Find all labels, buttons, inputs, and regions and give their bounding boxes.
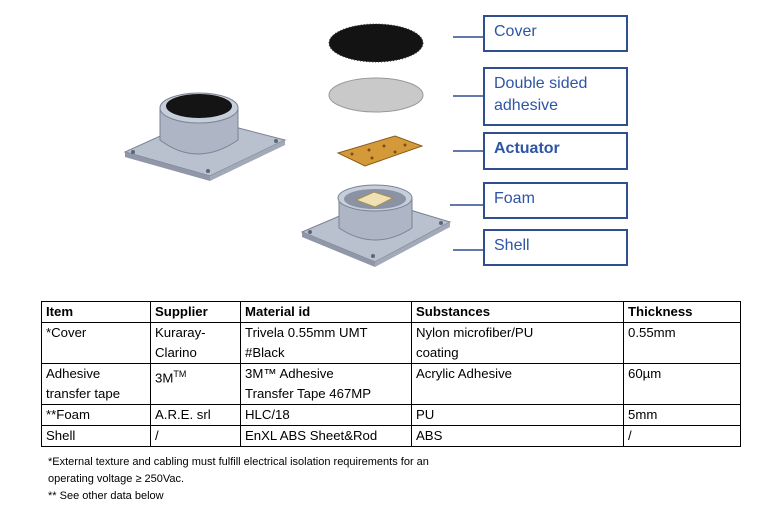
assembly-drawing: [123, 23, 483, 267]
foam-label: Foam: [483, 182, 628, 219]
actuator-pcb-illustration: [336, 135, 424, 167]
cell-text: **Foam: [46, 407, 90, 422]
cell-substances: Nylon microfiber/PU coating: [411, 322, 624, 364]
cell-text: ABS: [416, 428, 443, 443]
cell-supplier: 3MTM: [150, 363, 241, 405]
table-row: **Foam A.R.E. srl HLC/18 PU 5mm: [41, 404, 741, 426]
footnote-isolation: *External texture and cabling must fulfi…: [48, 456, 429, 468]
cell-text: Clarino: [155, 345, 197, 360]
cell-text: Adhesive: [46, 366, 101, 381]
cell-text: Shell: [46, 428, 76, 443]
cell-text: EnXL ABS Sheet&Rod: [245, 428, 378, 443]
cell-text: *Cover: [46, 325, 87, 340]
cover-disc-illustration: [328, 23, 424, 63]
cell-substances: Acrylic Adhesive: [411, 363, 624, 405]
cell-item: *Cover: [41, 322, 151, 364]
cover-label: Cover: [483, 15, 628, 52]
adhesive-label: Double sided adhesive: [483, 67, 628, 126]
assembled-device-illustration: [123, 92, 287, 181]
adhesive-disc-illustration: [328, 77, 424, 113]
cell-supplier: A.R.E. srl: [150, 404, 241, 426]
cell-substances: PU: [411, 404, 624, 426]
foam-label-text: Foam: [494, 190, 535, 207]
adhesive-label-line1: Double sided: [494, 75, 588, 92]
cell-text: Transfer Tape 467MP: [245, 386, 372, 401]
materials-table: Item Supplier Material id Substances Thi…: [41, 301, 741, 447]
cell-thickness: /: [623, 425, 741, 447]
header-substances: Substances: [411, 301, 624, 323]
cell-substances: ABS: [411, 425, 624, 447]
adhesive-label-line2: adhesive: [494, 97, 559, 114]
cell-text: 3M™ Adhesive: [245, 366, 334, 381]
cover-label-text: Cover: [494, 23, 537, 40]
cell-thickness: 5mm: [623, 404, 741, 426]
actuator-label-text: Actuator: [494, 140, 560, 157]
cell-text: Kuraray-: [155, 325, 206, 340]
trademark-superscript: TM: [173, 369, 187, 379]
cell-text: 3M: [155, 370, 174, 386]
exploded-assembly-figure: Cover Double sided adhesive Actuator Foa…: [123, 15, 628, 267]
header-supplier: Supplier: [150, 301, 241, 323]
table-row: *Cover Kuraray- Clarino Trivela 0.55mm UM…: [41, 322, 741, 364]
cell-text: HLC/18: [245, 407, 290, 422]
cell-text: Nylon microfiber/PU: [416, 325, 534, 340]
cell-item: **Foam: [41, 404, 151, 426]
cell-text: transfer tape: [46, 386, 121, 401]
cell-material: HLC/18: [240, 404, 412, 426]
header-thickness: Thickness: [623, 301, 741, 323]
footnote-see-below: ** See other data below: [48, 490, 164, 502]
shell-label-text: Shell: [494, 237, 530, 254]
cell-item: Shell: [41, 425, 151, 447]
cell-material: Trivela 0.55mm UMT #Black: [240, 322, 412, 364]
actuator-label: Actuator: [483, 132, 628, 170]
cell-text: coating: [416, 345, 459, 360]
cell-thickness: 60µm: [623, 363, 741, 405]
cell-text: PU: [416, 407, 435, 422]
table-header-row: Item Supplier Material id Substances Thi…: [41, 301, 741, 323]
header-material-id: Material id: [240, 301, 412, 323]
header-item: Item: [41, 301, 151, 323]
shell-label: Shell: [483, 229, 628, 266]
cell-text: Trivela 0.55mm UMT: [245, 325, 368, 340]
cell-item: Adhesive transfer tape: [41, 363, 151, 405]
footnotes: *External texture and cabling must fulfi…: [48, 454, 429, 505]
cell-text: #Black: [245, 345, 285, 360]
cell-text: /: [155, 428, 159, 443]
cell-supplier: /: [150, 425, 241, 447]
cell-thickness: 0.55mm: [623, 322, 741, 364]
cell-material: EnXL ABS Sheet&Rod: [240, 425, 412, 447]
cell-supplier: Kuraray- Clarino: [150, 322, 241, 364]
footnote-voltage: operating voltage ≥ 250Vac.: [48, 473, 185, 485]
cell-text: A.R.E. srl: [155, 407, 211, 422]
shell-illustration: [300, 184, 452, 267]
table-row: Shell / EnXL ABS Sheet&Rod ABS /: [41, 425, 741, 447]
cell-text: Acrylic Adhesive: [416, 366, 513, 381]
